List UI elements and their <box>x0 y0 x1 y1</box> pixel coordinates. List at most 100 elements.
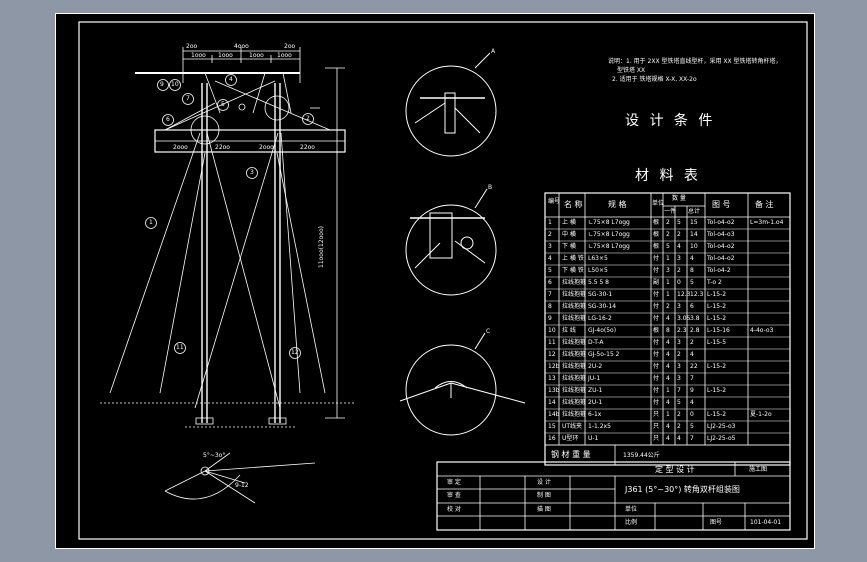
callout-1: 1 <box>149 219 153 226</box>
project-type: 定 型 设 计 <box>655 465 695 474</box>
table-cell-spec: GJ-4o(5o) <box>588 327 617 334</box>
table-cell-q2: 3.05 <box>677 315 691 322</box>
callout-11: 11 <box>176 344 184 351</box>
section-C <box>405 344 497 436</box>
dim-top-2: 4ooo <box>234 43 249 50</box>
table-row-rules <box>545 228 790 446</box>
table-cell-spec: 2U-2 <box>588 363 603 370</box>
table-cell-spec: ZU-1 <box>588 387 603 394</box>
table-cell-dwg: L-15-2 <box>707 387 727 394</box>
table-cell-q2: 2.3 <box>677 327 687 334</box>
label-check: 校 对 <box>447 506 461 513</box>
table-cell-q3: 14 <box>690 231 698 238</box>
table-cell-q1: 8 <box>666 327 670 334</box>
table-cell-q2: 4 <box>677 435 681 442</box>
table-cell-q2: 3 <box>677 375 681 382</box>
table-cell-unit: 付 <box>653 387 660 394</box>
label-drafting: 制 图 <box>537 492 551 499</box>
dim-bottom-2: 22oo <box>215 144 230 151</box>
label-review: 审 查 <box>447 492 461 499</box>
table-cell-no: 7 <box>548 291 552 298</box>
table-cell-q1: 1 <box>666 279 670 286</box>
table-cell-name: 拉线抱箍 <box>562 339 587 346</box>
table-cell-dwg: Tol-o4-o2 <box>707 219 735 226</box>
table-cell-no: 1 <box>548 219 552 226</box>
table-cell-q1: 3 <box>666 267 670 274</box>
title-block-grid <box>436 461 791 531</box>
table-cell-q2: 7 <box>677 387 681 394</box>
section-A <box>405 65 497 157</box>
dim-bottom-4: 22oo <box>300 144 315 151</box>
label-design: 设 计 <box>537 479 551 486</box>
table-cell-name: 拉线抱箍 <box>562 387 587 394</box>
callout-4: 4 <box>229 76 233 83</box>
th-remark: 备 注 <box>755 200 774 209</box>
dim-top2-2: 1ooo <box>218 52 233 59</box>
table-cell-q2: 12.3 <box>677 291 691 298</box>
dim-top2-4: 1ooo <box>277 52 292 59</box>
label-tracing: 描 图 <box>537 506 551 513</box>
table-cell-name: 拉线抱箍 <box>562 315 587 322</box>
steel-weight-value: 1359.44公斤 <box>623 452 660 459</box>
section-details <box>399 52 526 436</box>
th-qty-piece: 一件 <box>664 208 677 215</box>
tower-elevation <box>100 47 355 428</box>
table-cell-dwg: L-15-2 <box>707 291 727 298</box>
table-cell-q3: 6 <box>690 303 694 310</box>
table-cell-q1: 4 <box>666 339 670 346</box>
table-cell-unit: 根 <box>653 219 660 226</box>
table-cell-q1: 4 <box>666 315 670 322</box>
table-cell-no: 14b <box>548 411 560 418</box>
callout-5: 5 <box>221 101 225 108</box>
callout-10: 10 <box>171 81 179 88</box>
note-line-2: 型铁塔 XX <box>617 67 646 74</box>
table-cell-q3: 3.8 <box>690 315 700 322</box>
table-cell-name: 拉线抱箍 <box>562 291 587 298</box>
table-cell-q2: 4 <box>677 243 681 250</box>
table-cell-q2: 3 <box>677 303 681 310</box>
table-cell-spec: GJ-5o-15 2 <box>588 351 620 358</box>
table-cell-q2: 2 <box>677 411 681 418</box>
table-cell-unit: 只 <box>653 423 660 430</box>
table-cell-no: 11 <box>548 339 556 346</box>
table-cell-no: 5 <box>548 267 552 274</box>
table-cell-q2: 2 <box>677 351 681 358</box>
table-cell-dwg: L-15-2 <box>707 411 727 418</box>
table-cell-q3: 0 <box>690 411 694 418</box>
callouts <box>145 74 314 359</box>
table-cell-unit: 付 <box>653 363 660 370</box>
section-letter-b: B <box>488 184 493 191</box>
table-cell-no: 8 <box>548 303 552 310</box>
label-approve: 审 定 <box>447 479 461 486</box>
table-cell-dwg: L-15-5 <box>707 339 727 346</box>
table-cell-q1: 1 <box>666 411 670 418</box>
table-cell-q2: 5 <box>677 219 681 226</box>
table-cell-unit: 付 <box>653 315 660 322</box>
table-cell-rem: 4-4o-o3 <box>750 327 774 334</box>
callout-3: 3 <box>250 169 254 176</box>
table-cell-rem: 夏-1-2o <box>750 411 772 418</box>
table-cell-spec: 5.5 5 8 <box>588 279 609 286</box>
callout-6: 6 <box>166 116 170 123</box>
table-cell-spec: JU-1 <box>588 375 601 382</box>
table-cell-q3: 2.8 <box>690 327 700 334</box>
outer-frame <box>55 13 815 549</box>
table-cell-q3: 9 <box>690 387 694 394</box>
table-cell-q2: 3 <box>677 339 681 346</box>
table-cell-q2: 2 <box>677 423 681 430</box>
table-cell-name: 中 横 <box>562 231 576 238</box>
table-cell-name: 拉线抱箍 <box>562 363 587 370</box>
table-cell-q3: 4 <box>690 255 694 262</box>
table-cell-no: 13b <box>548 387 560 394</box>
table-cell-dwg: L-15-2 <box>707 315 727 322</box>
table-cell-unit: 付 <box>653 255 660 262</box>
table-cell-q1: 4 <box>666 423 670 430</box>
table-cell-q3: 4 <box>690 351 694 358</box>
callout-9: 9 <box>160 81 164 88</box>
cad-drawing <box>55 13 815 549</box>
th-name: 名 称 <box>564 200 583 209</box>
label-scale: 比例 <box>625 519 638 526</box>
table-cell-no: 12b <box>548 363 560 370</box>
table-cell-q3: 5 <box>690 279 694 286</box>
table-cell-name: UT线夹 <box>562 423 583 430</box>
